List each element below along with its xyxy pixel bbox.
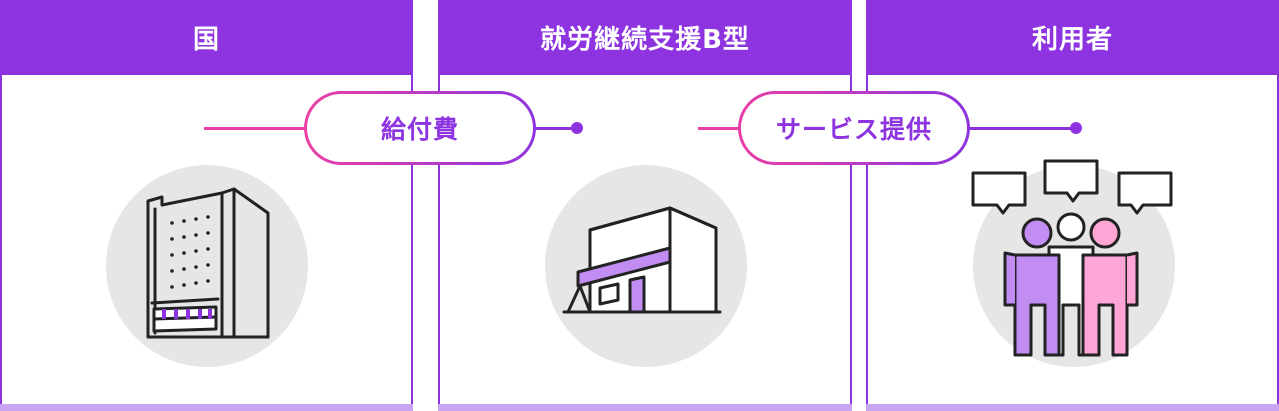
panel-header-facility: 就労継続支援B型 — [438, 0, 852, 75]
flow-line-right — [530, 127, 578, 130]
panel-title: 国 — [192, 25, 220, 55]
facility-building-icon — [562, 206, 722, 314]
panel-title: 就労継続支援B型 — [540, 25, 750, 55]
users-group-icon — [971, 159, 1173, 357]
flow-dot — [1070, 122, 1082, 134]
flow-pill-benefit: 給付費 — [304, 91, 536, 165]
flow-line-left — [698, 127, 748, 130]
flow-line-right — [960, 127, 1078, 130]
panel-title: 利用者 — [1031, 25, 1113, 55]
flow-line-left — [204, 127, 314, 130]
panel-header-users: 利用者 — [866, 0, 1279, 75]
flow-dot — [571, 122, 583, 134]
flow-pill-service: サービス提供 — [738, 91, 970, 165]
flow-label: サービス提供 — [775, 115, 932, 144]
panel-header-government: 国 — [0, 0, 413, 75]
flow-label: 給付費 — [380, 115, 459, 144]
government-building-icon — [146, 187, 270, 339]
